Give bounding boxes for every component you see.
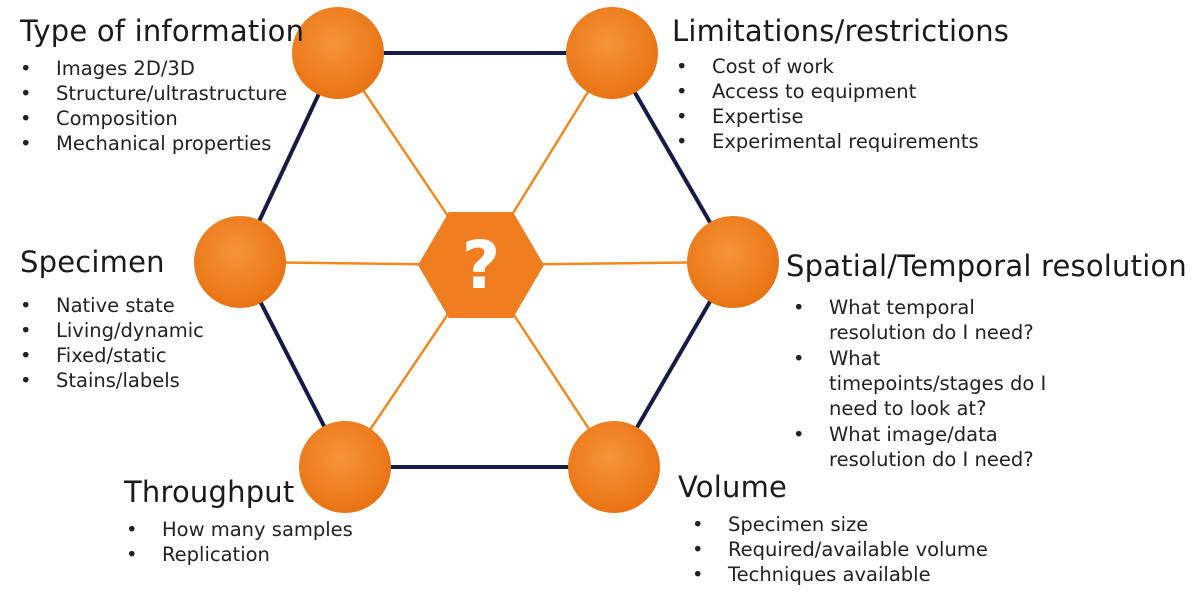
list-item: Cost of work: [674, 54, 1009, 79]
list-item: What image/data resolution do I need?: [791, 422, 1057, 472]
list-item: How many samples: [124, 517, 353, 542]
list-item: Images 2D/3D: [18, 56, 304, 81]
question-mark-icon: ?: [461, 226, 501, 304]
list-spatial-temporal: What temporal resolution do I need? What…: [793, 295, 1057, 472]
list-item: Required/available volume: [690, 537, 988, 562]
list-volume: Specimen size Required/available volume …: [692, 512, 988, 587]
list-item: Living/dynamic: [18, 318, 204, 343]
list-item: Fixed/static: [18, 343, 204, 368]
list-item: What timepoints/stages do I need to look…: [791, 346, 1057, 421]
node-limitations: [566, 7, 658, 99]
group-limitations: Limitations/restrictions Cost of work Ac…: [672, 14, 1009, 154]
node-volume: [568, 421, 660, 513]
list-item: Replication: [124, 542, 353, 567]
group-title-volume: Volume: [678, 470, 788, 504]
group-throughput: Throughput How many samples Replication: [124, 475, 353, 567]
list-item: Structure/ultrastructure: [18, 81, 304, 106]
list-item: Stains/labels: [18, 368, 204, 393]
group-type-of-information: Type of information Images 2D/3D Structu…: [20, 14, 304, 156]
list-throughput: How many samples Replication: [126, 517, 353, 567]
group-title-specimen: Specimen: [20, 245, 165, 279]
list-type-of-information: Images 2D/3D Structure/ultrastructure Co…: [20, 56, 304, 156]
list-item: Experimental requirements: [674, 129, 1009, 154]
group-title-type-of-information: Type of information: [20, 14, 305, 48]
group-title-throughput: Throughput: [124, 475, 295, 509]
list-item: What temporal resolution do I need?: [791, 295, 1057, 345]
list-item: Composition: [18, 106, 304, 131]
group-specimen: Specimen Native state Living/dynamic Fix…: [20, 245, 204, 393]
node-spatial-temporal: [687, 216, 779, 308]
group-volume: Volume Specimen size Required/available …: [678, 470, 988, 587]
list-item: Access to equipment: [674, 79, 1009, 104]
group-title-spatial-temporal: Spatial/Temporal resolution: [786, 249, 1187, 283]
list-item: Specimen size: [690, 512, 988, 537]
list-item: Expertise: [674, 104, 1009, 129]
node-type-of-information: [292, 7, 384, 99]
list-specimen: Native state Living/dynamic Fixed/static…: [20, 293, 204, 393]
group-spatial-temporal: Spatial/Temporal resolution What tempora…: [786, 249, 1187, 473]
node-throughput: [299, 421, 391, 513]
node-specimen: [194, 216, 286, 308]
list-item: Techniques available: [690, 562, 988, 587]
list-item: Native state: [18, 293, 204, 318]
group-title-limitations: Limitations/restrictions: [672, 14, 1010, 48]
list-limitations: Cost of work Access to equipment Experti…: [676, 54, 1009, 154]
center-hexagon: [418, 212, 544, 318]
list-item: Mechanical properties: [18, 131, 304, 156]
